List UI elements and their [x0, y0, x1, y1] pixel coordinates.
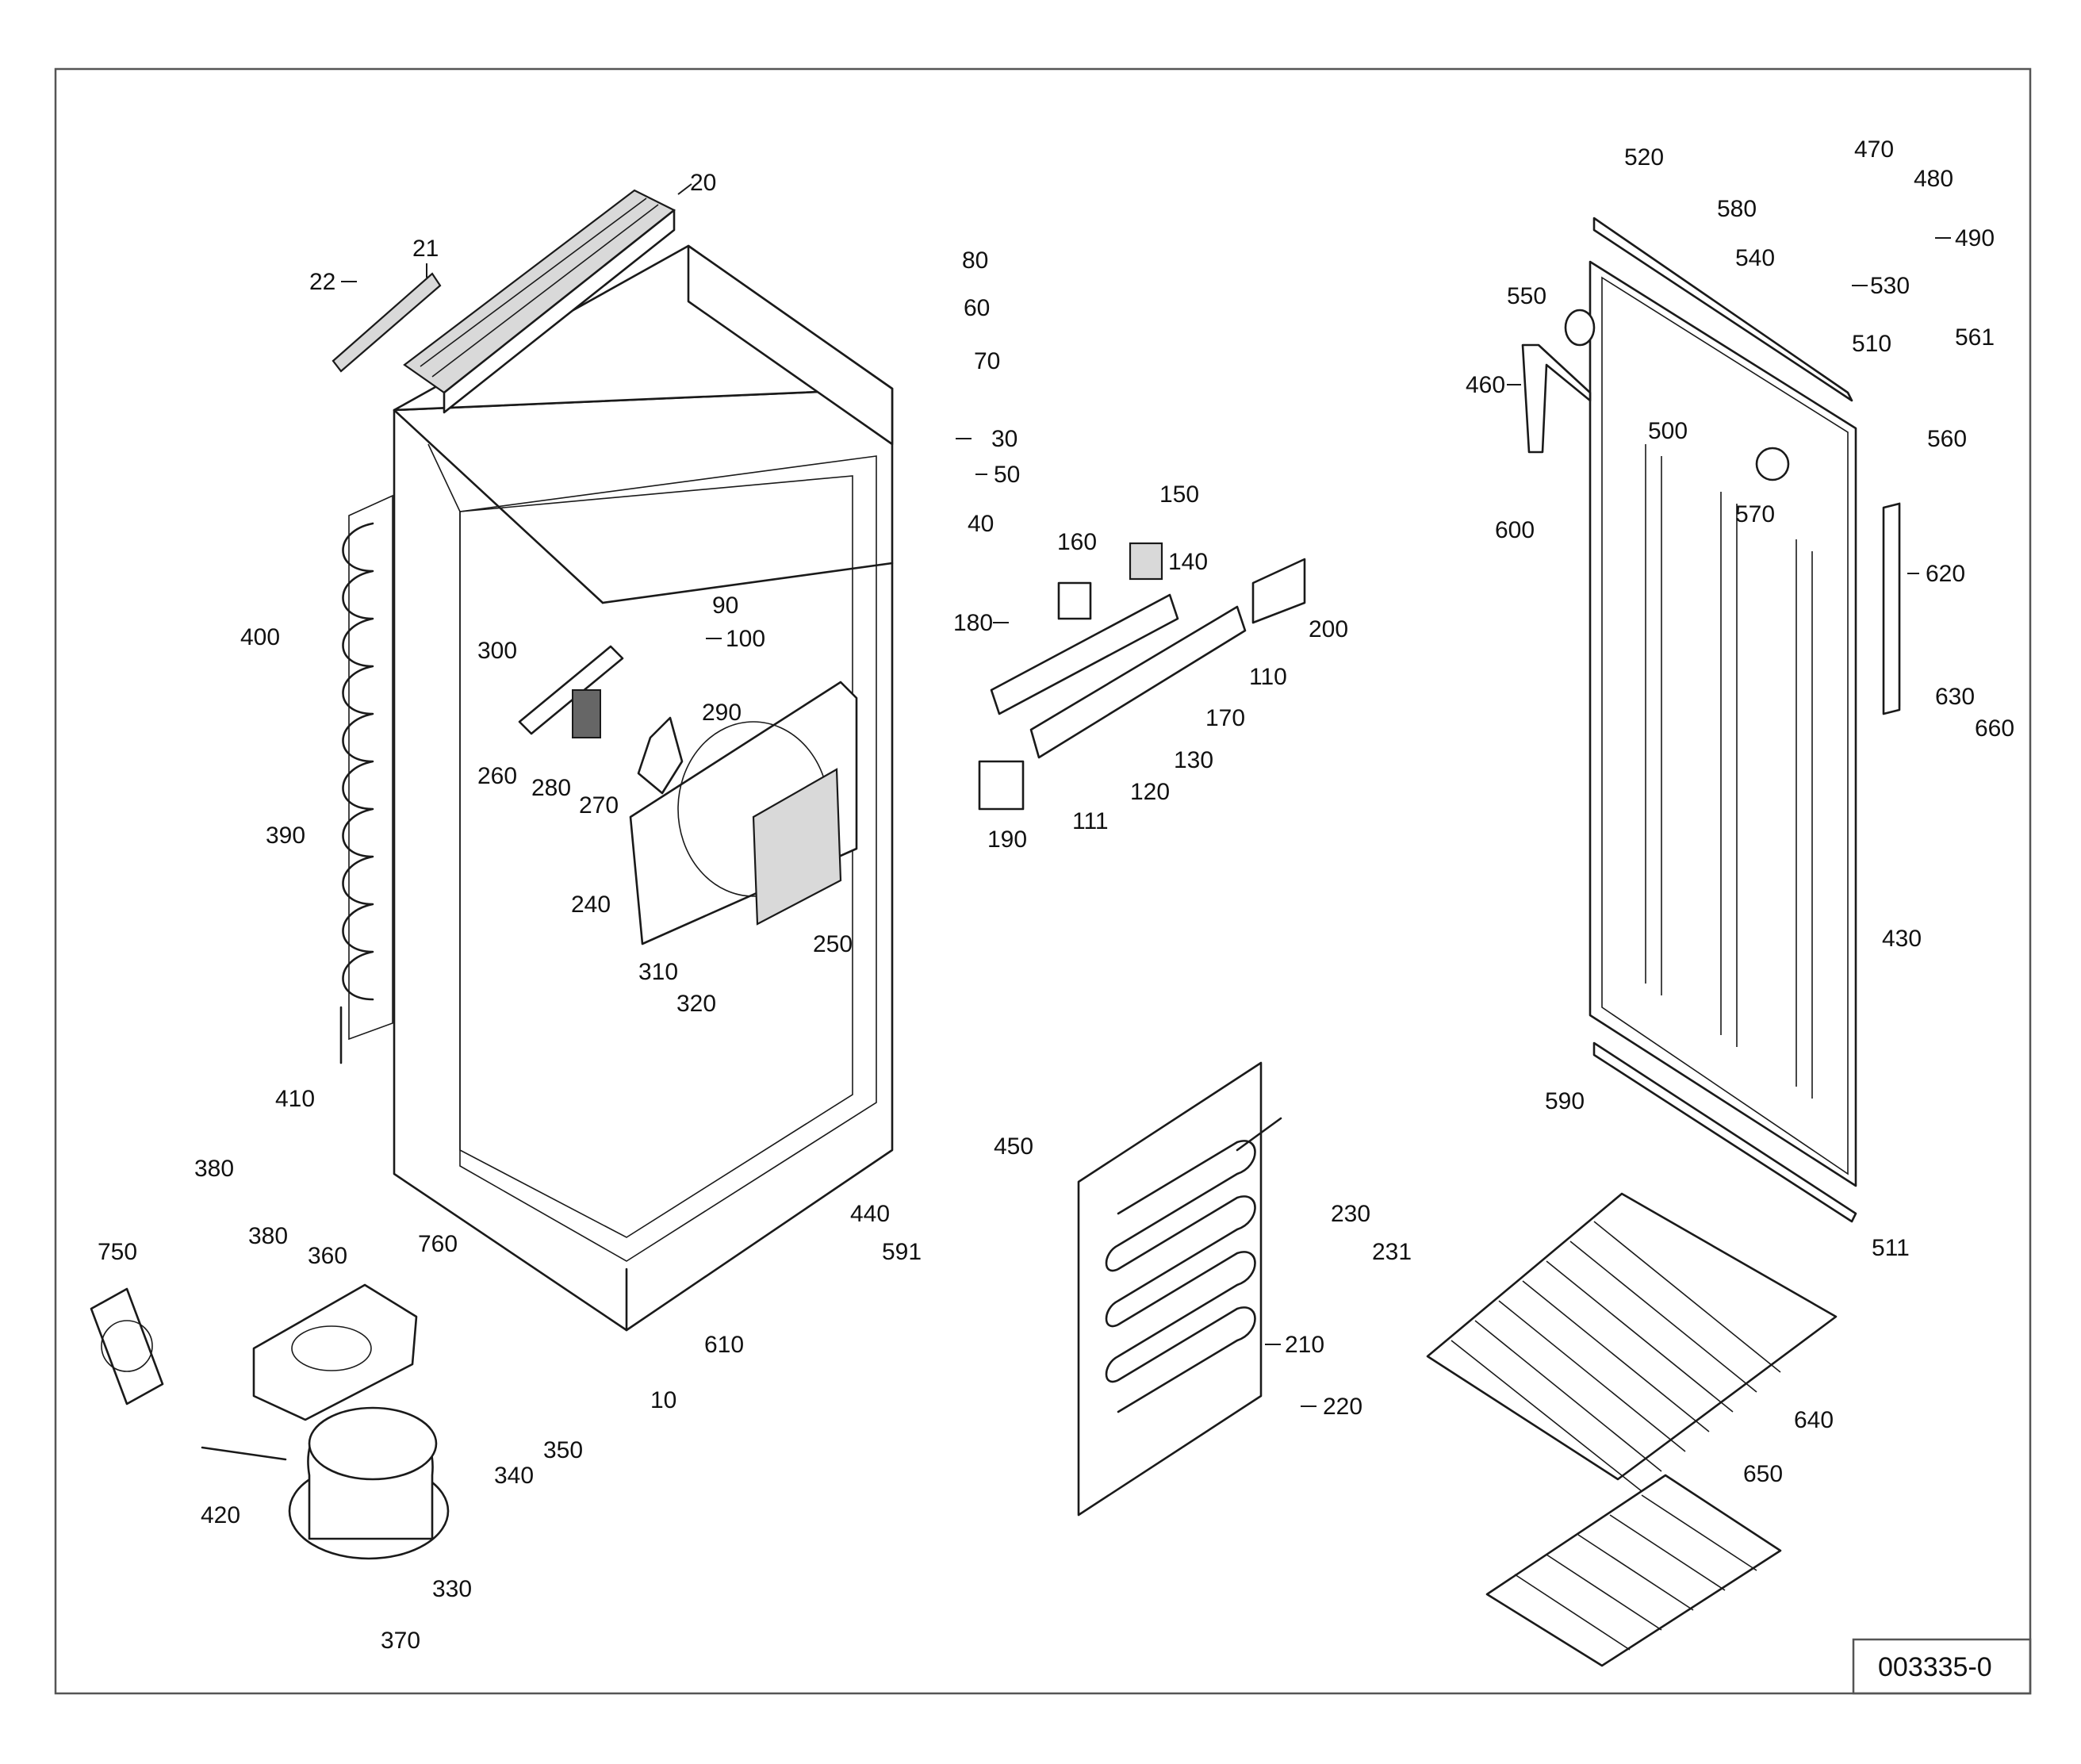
- label-160: 160: [1057, 529, 1097, 555]
- label-120: 120: [1130, 779, 1170, 805]
- label-90: 90: [712, 592, 738, 619]
- label-310: 310: [638, 959, 678, 985]
- fan-motor-part: [518, 645, 684, 795]
- label-480: 480: [1914, 166, 1953, 192]
- label-250: 250: [813, 931, 853, 957]
- label-430: 440: [850, 1201, 890, 1227]
- label-420: 420: [201, 1502, 240, 1528]
- label-231: 231: [1372, 1239, 1412, 1265]
- label-561: 561: [1955, 324, 1995, 351]
- label-240: 240: [571, 892, 611, 918]
- label-600: 600: [1495, 517, 1535, 543]
- label-360: 360: [308, 1243, 347, 1269]
- label-591: 591: [882, 1239, 922, 1265]
- condenser-coil-part: [339, 494, 393, 1064]
- label-620: 640: [1794, 1407, 1834, 1433]
- label-140: 140: [1168, 549, 1208, 575]
- label-20: 20: [690, 170, 716, 196]
- label-410: 410: [275, 1086, 315, 1112]
- label-380b: 380: [248, 1223, 288, 1249]
- part-labels: 20 21 22 80 60 70 30 50 40 90 100 150 16…: [98, 136, 2014, 1654]
- fan-shroud-part: [629, 681, 858, 945]
- label-10: 10: [650, 1387, 676, 1413]
- label-590: 590: [1545, 1088, 1585, 1114]
- label-170: 170: [1205, 705, 1245, 731]
- label-450: 430: [1882, 926, 1922, 952]
- wire-shelf-small-part: [1485, 1474, 1782, 1667]
- label-630: 650: [1743, 1461, 1783, 1487]
- label-100: 100: [726, 626, 765, 652]
- label-550: 550: [1507, 283, 1546, 309]
- door-part: [1564, 217, 1901, 1223]
- label-210: 210: [1285, 1332, 1324, 1358]
- label-80: 80: [962, 247, 988, 274]
- label-640: 620: [1926, 561, 1965, 587]
- label-150: 150: [1159, 481, 1199, 508]
- wire-shelf-large-part: [1426, 1192, 1838, 1492]
- label-660: 660: [1975, 715, 2014, 742]
- label-300: 300: [477, 638, 517, 664]
- label-510: 510: [1852, 331, 1891, 357]
- label-200: 200: [1309, 616, 1348, 642]
- label-490: 490: [1955, 225, 1995, 251]
- label-650: 630: [1935, 684, 1975, 710]
- label-260: 260: [477, 763, 517, 789]
- label-110: 110: [1249, 664, 1287, 690]
- top-grille-part: [403, 189, 676, 414]
- label-460: 460: [1466, 372, 1505, 398]
- label-340: 340: [494, 1463, 534, 1489]
- label-511: 511: [1872, 1235, 1910, 1261]
- label-750: 750: [98, 1239, 137, 1265]
- label-350: 350: [543, 1437, 583, 1463]
- label-500: 500: [1648, 418, 1688, 444]
- label-580: 580: [1717, 196, 1757, 222]
- label-21: 21: [412, 236, 439, 262]
- label-270: 270: [579, 792, 619, 819]
- label-400: 400: [240, 624, 280, 650]
- label-540: 540: [1735, 245, 1775, 271]
- label-180: 180: [953, 610, 993, 636]
- compressor-part: [201, 1406, 450, 1560]
- label-440: 450: [994, 1133, 1033, 1160]
- evaporator-plate-part: [1077, 1061, 1282, 1517]
- label-70: 70: [974, 348, 1000, 374]
- cooling-fan-part: [90, 1287, 164, 1405]
- control-panel-part: [978, 542, 1306, 811]
- door-seal-part: [1521, 343, 1592, 454]
- label-470: 470: [1854, 136, 1894, 163]
- reference-number: 003335-0: [1878, 1652, 1992, 1682]
- label-130: 130: [1174, 747, 1213, 773]
- label-380a: 380: [194, 1156, 234, 1182]
- label-290: 290: [702, 700, 742, 726]
- label-760: 760: [418, 1231, 458, 1257]
- door-handle-part: [1882, 502, 1901, 715]
- label-30: 30: [991, 426, 1018, 452]
- label-530: 530: [1870, 273, 1910, 299]
- label-111: 111: [1072, 808, 1109, 834]
- label-22: 22: [309, 269, 335, 295]
- reference-box: 003335-0: [1852, 1638, 2032, 1695]
- label-520: 520: [1624, 144, 1664, 171]
- label-570: 570: [1735, 501, 1775, 527]
- label-370: 370: [381, 1628, 420, 1654]
- label-390: 390: [266, 823, 305, 849]
- bracket-part: [332, 272, 442, 373]
- drip-tray-part: [252, 1283, 418, 1421]
- label-220: 220: [1323, 1394, 1362, 1420]
- label-50: 50: [994, 462, 1020, 488]
- label-560: 560: [1927, 426, 1967, 452]
- label-60: 60: [964, 295, 990, 321]
- diagram-frame: [54, 67, 2032, 1695]
- label-230: 230: [1331, 1201, 1370, 1227]
- label-40: 40: [968, 511, 994, 537]
- label-320: 320: [676, 991, 716, 1017]
- label-190: 190: [987, 826, 1027, 853]
- label-330: 330: [432, 1576, 472, 1602]
- label-280: 280: [531, 775, 571, 801]
- label-610: 610: [704, 1332, 744, 1358]
